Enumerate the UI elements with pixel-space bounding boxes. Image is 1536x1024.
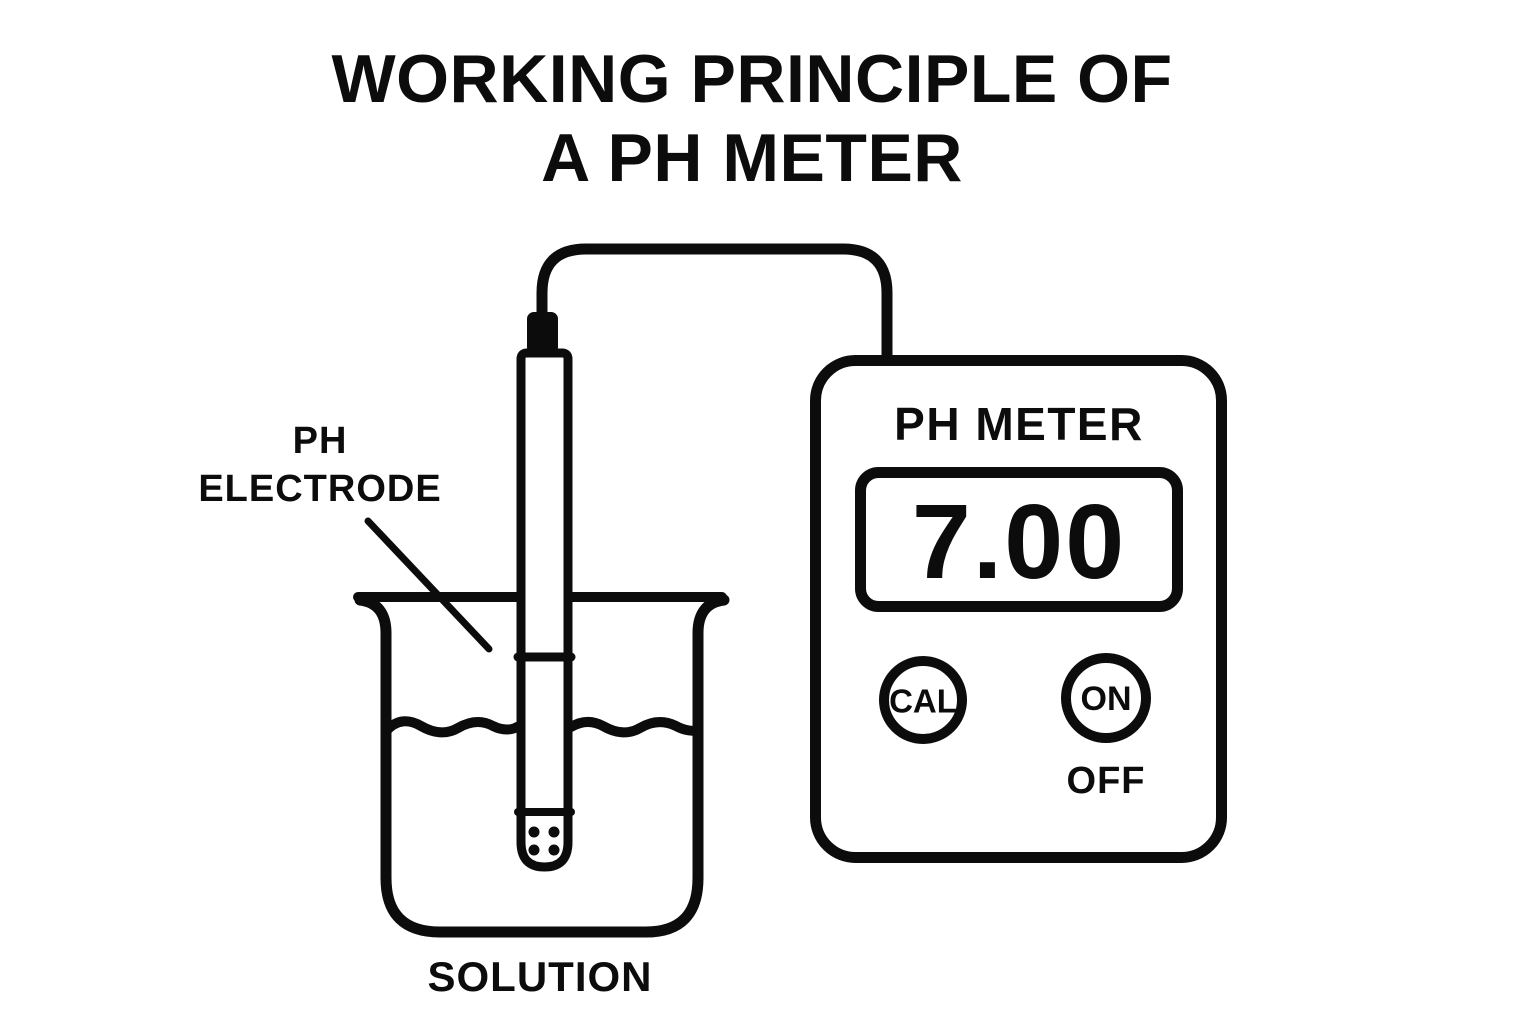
meter-display <box>855 467 1183 612</box>
electrode-cap <box>527 312 558 354</box>
electrode-label-line1: PH <box>292 420 348 462</box>
meter-display-value: 7.00 <box>911 483 1127 601</box>
electrode-sensor-dots <box>528 826 560 856</box>
off-label: OFF <box>1066 760 1146 802</box>
electrode-tube <box>516 348 573 872</box>
on-button-label: ON <box>1080 680 1132 718</box>
on-button-circle <box>1061 653 1151 743</box>
diagram-title-line2: A PH METER <box>541 120 963 196</box>
solution-surface-right <box>566 717 703 738</box>
meter-title: PH METER <box>894 398 1144 450</box>
electrode-leader-line <box>364 517 493 653</box>
solution-label: SOLUTION <box>427 953 653 1000</box>
beaker-body <box>354 594 730 938</box>
electrode-label-line2: ELECTRODE <box>198 468 442 510</box>
solution-surface-left <box>381 716 522 738</box>
diagram-title-line1: WORKING PRINCIPLE OF <box>331 41 1173 117</box>
connection-cable <box>536 243 893 368</box>
cal-button-circle <box>879 656 967 744</box>
cal-button-label: CAL <box>889 682 957 720</box>
